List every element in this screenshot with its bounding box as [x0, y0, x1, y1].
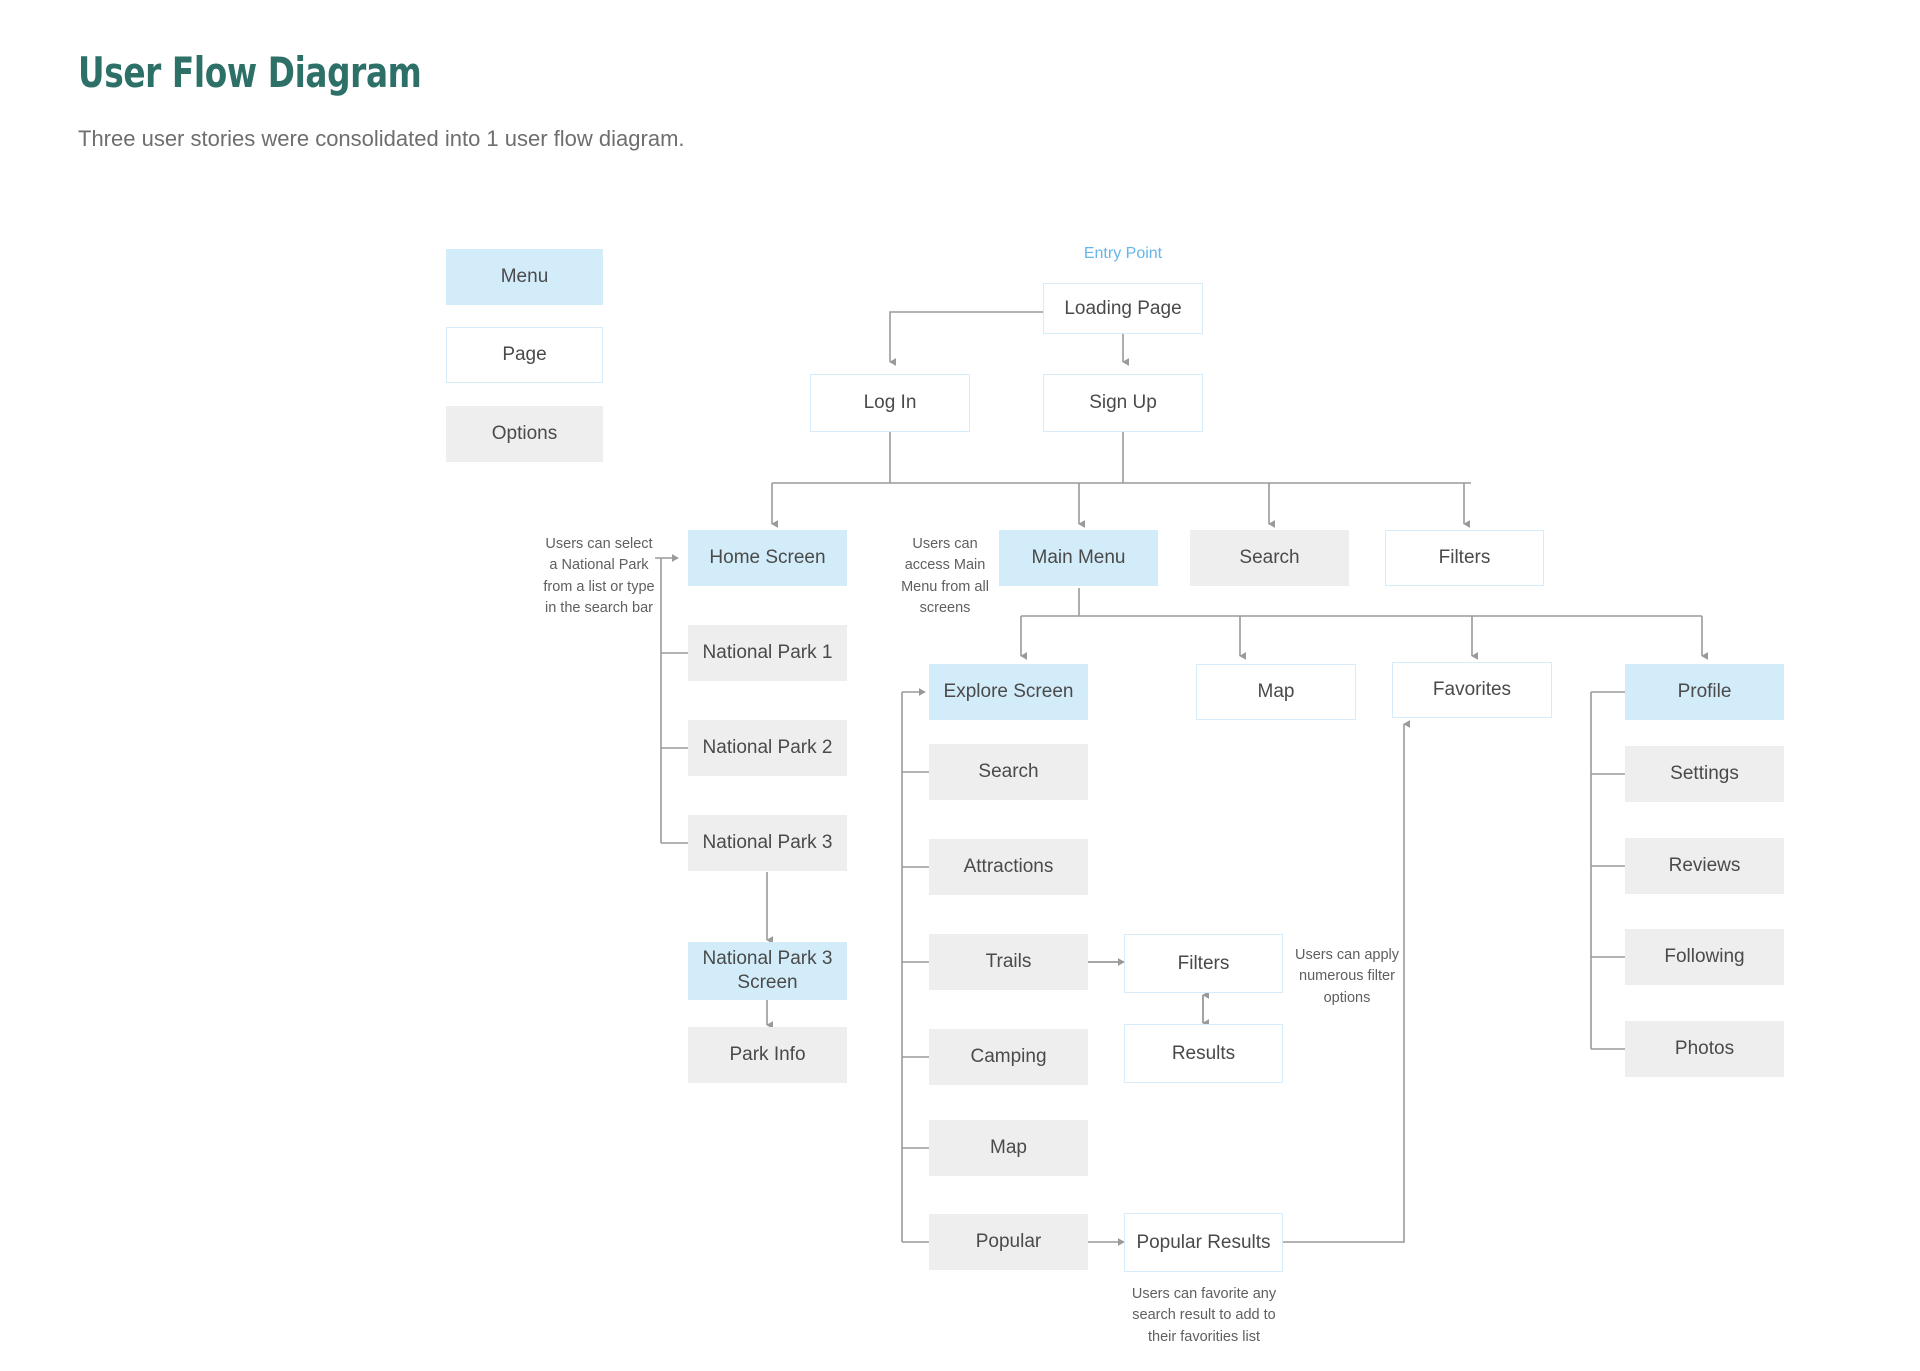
node-label: National Park 2: [702, 737, 833, 759]
annotation-filters: Users can apply numerous filter options: [1295, 947, 1399, 1006]
legend-item-page: Page: [446, 327, 603, 383]
node-settings[interactable]: Settings: [1625, 746, 1784, 802]
node-reviews[interactable]: Reviews: [1625, 838, 1784, 894]
node-results[interactable]: Results: [1124, 1024, 1283, 1083]
node-main-menu[interactable]: Main Menu: [999, 530, 1158, 586]
node-photos[interactable]: Photos: [1625, 1021, 1784, 1077]
legend-item-menu: Menu: [446, 249, 603, 305]
node-label: Explore Screen: [943, 681, 1074, 703]
node-filters-top[interactable]: Filters: [1385, 530, 1544, 586]
node-national-park-3[interactable]: National Park 3: [688, 815, 847, 871]
node-label: Loading Page: [1064, 297, 1182, 319]
node-sign-up[interactable]: Sign Up: [1043, 374, 1203, 432]
node-loading-page[interactable]: Loading Page: [1043, 283, 1203, 334]
node-label: Attractions: [963, 856, 1054, 878]
node-explore-screen[interactable]: Explore Screen: [929, 664, 1088, 720]
node-label: Trails: [985, 951, 1032, 973]
node-label: Results: [1171, 1042, 1236, 1064]
node-label: Map: [1257, 681, 1295, 703]
node-popular-results[interactable]: Popular Results: [1124, 1213, 1283, 1272]
annotation-favorite: Users can favorite any search result to …: [1131, 1286, 1277, 1345]
node-label: Filters: [1438, 547, 1491, 569]
node-label: Popular: [975, 1231, 1042, 1253]
node-map[interactable]: Map: [1196, 664, 1356, 720]
page-title: User Flow Diagram: [78, 48, 422, 97]
node-label: Search: [1239, 547, 1300, 569]
node-park-info[interactable]: Park Info: [688, 1027, 847, 1083]
node-label: Home Screen: [709, 547, 826, 569]
node-national-park-1[interactable]: National Park 1: [688, 625, 847, 681]
node-label: National Park 3 Screen: [702, 948, 833, 993]
node-label: Park Info: [729, 1044, 806, 1066]
node-label: National Park 1: [702, 642, 833, 664]
node-profile[interactable]: Profile: [1625, 664, 1784, 720]
node-label: Settings: [1670, 763, 1739, 785]
node-label: Map: [990, 1137, 1027, 1159]
node-home-screen[interactable]: Home Screen: [688, 530, 847, 586]
node-explore-attractions[interactable]: Attractions: [929, 839, 1088, 895]
node-explore-search[interactable]: Search: [929, 744, 1088, 800]
annotation-home-screen: Users can select a National Park from a …: [543, 536, 655, 617]
node-filters-mid[interactable]: Filters: [1124, 934, 1283, 993]
entry-point-label: Entry Point: [1083, 245, 1163, 262]
node-label: Reviews: [1668, 855, 1741, 877]
page-subtitle: Three user stories were consolidated int…: [78, 126, 685, 151]
node-label: Filters: [1177, 952, 1230, 974]
legend-item-options: Options: [446, 406, 603, 462]
node-label: Popular Results: [1136, 1231, 1271, 1253]
node-label: National Park 3: [702, 832, 833, 854]
node-explore-trails[interactable]: Trails: [929, 934, 1088, 990]
node-national-park-3-screen[interactable]: National Park 3 Screen: [688, 942, 847, 1000]
node-search-top[interactable]: Search: [1190, 530, 1349, 586]
node-explore-map[interactable]: Map: [929, 1120, 1088, 1176]
legend-label-options: Options: [491, 423, 558, 445]
node-label: Following: [1664, 946, 1745, 968]
node-following[interactable]: Following: [1625, 929, 1784, 985]
node-log-in[interactable]: Log In: [810, 374, 970, 432]
node-explore-camping[interactable]: Camping: [929, 1029, 1088, 1085]
annotation-main-menu: Users can access Main Menu from all scre…: [901, 536, 989, 617]
node-label: Profile: [1677, 681, 1732, 703]
node-label: Photos: [1674, 1038, 1735, 1060]
node-label: Search: [978, 761, 1039, 783]
legend-label-page: Page: [502, 344, 547, 366]
node-favorites[interactable]: Favorites: [1392, 662, 1552, 718]
node-label: Camping: [970, 1046, 1047, 1068]
node-label: Favorites: [1432, 679, 1512, 701]
node-label: Sign Up: [1089, 392, 1157, 414]
node-label: Log In: [863, 392, 917, 414]
node-explore-popular[interactable]: Popular: [929, 1214, 1088, 1270]
node-label: Main Menu: [1031, 547, 1126, 569]
legend-label-menu: Menu: [500, 266, 549, 288]
node-national-park-2[interactable]: National Park 2: [688, 720, 847, 776]
